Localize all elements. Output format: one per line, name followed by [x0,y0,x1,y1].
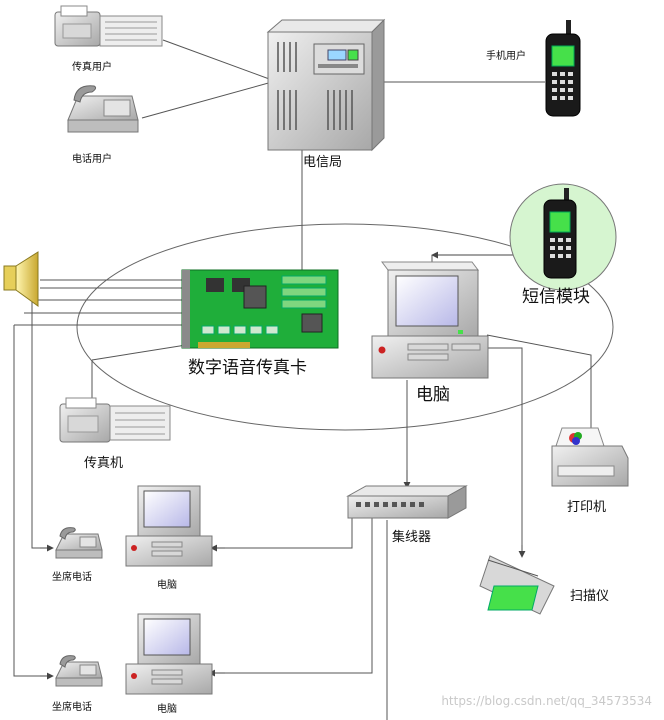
seat-phone-2-icon [55,655,103,687]
mobile-user-label: 手机用户 [486,49,526,62]
computer-1-label: 电脑 [157,578,177,591]
fax-machine-icon [59,397,171,443]
seat-phone-2-label: 坐席电话 [52,700,92,713]
mobile-phone-icon [545,20,581,117]
printer-icon [551,427,629,487]
sms-mobile-icon [543,188,577,279]
hub-icon [346,485,468,519]
printer-label: 打印机 [567,500,606,515]
phone-user-label: 电话用户 [72,152,112,165]
seat-phone-1-label: 坐席电话 [52,570,92,583]
connection-lines [13,39,592,720]
telecom-office-label: 电信局 [303,155,342,170]
hub-label: 集线器 [392,529,431,545]
telecom-server-icon [266,18,386,152]
computer-1-icon [125,485,213,567]
fax-machine-label: 传真机 [84,456,123,471]
lan-ellipse [76,223,614,431]
computer-2-label: 电脑 [157,702,177,715]
scanner-label: 扫描仪 [570,589,609,604]
voice-card-label: 数字语音传真卡 [188,358,307,378]
fax-user-label: 传真用户 [72,60,112,73]
computer-2-icon [125,613,213,695]
fax-icon [54,5,163,47]
computer-main-icon [371,261,489,379]
scanner-icon [479,555,555,615]
telephone-icon [67,85,139,133]
computer-main-label: 电脑 [416,385,450,405]
voice-card-icon [181,269,339,349]
seat-phone-1-icon [55,527,103,559]
sms-module-label: 短信模块 [522,287,590,307]
speaker-icon [3,251,39,307]
watermark-text: https://blog.csdn.net/qq_34573534 [441,694,652,708]
